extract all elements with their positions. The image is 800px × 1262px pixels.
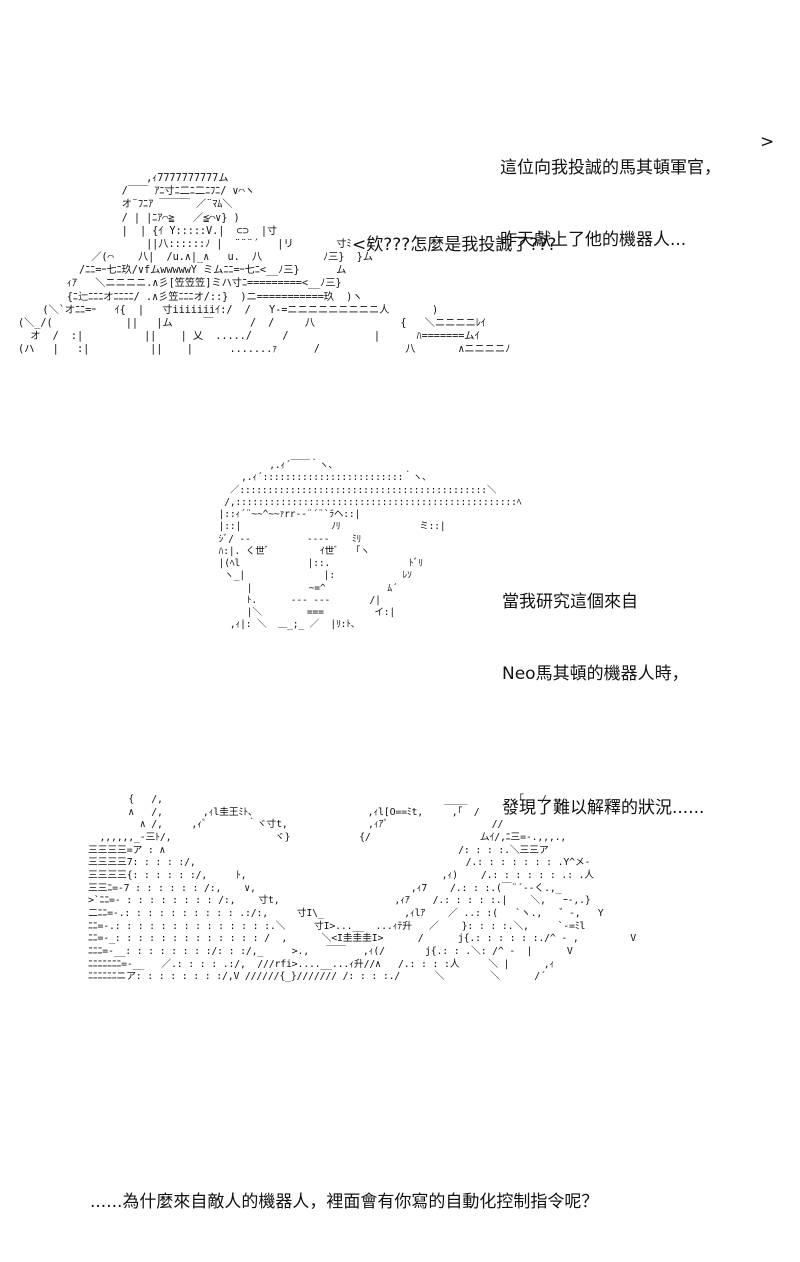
narration-line: 這位向我投誠的馬其頓軍官，: [500, 158, 721, 178]
narration-line: 當我研究這個來自: [502, 592, 638, 612]
smiling-eyes-ascii-art: { /, ____ ,｢ / ∧ /, ,ｨl圭王ﾐﾄ､ ,ｨl[O==ﾐt, …: [88, 794, 637, 983]
narration-caption-2: 當我研究這個來自 Neo馬其頓的機器人時， 發現了難以解釋的狀況......: [502, 542, 704, 868]
narration-line: 昨天獻上了他的機器人...: [500, 230, 687, 250]
narration-line: ......為什麼來自敵人的機器人，裡面會有你寫的自動化控制指令呢？: [90, 1192, 599, 1212]
panel-3: { /, ____ ,｢ / ∧ /, ,ｨl圭王ﾐﾄ､ ,ｨl[O==ﾐt, …: [0, 770, 800, 1212]
caption-spacer: [502, 734, 704, 748]
narration-line: Neo馬其頓的機器人時，: [502, 664, 689, 684]
speech-line: <欸???怎麼是我投誠了???: [352, 235, 557, 255]
narration-line: 發現了難以解釋的狀況......: [502, 798, 705, 818]
narration-caption-3: ......為什麼來自敵人的機器人，裡面會有你寫的自動化控制指令呢？: [90, 1142, 598, 1262]
continue-arrow-icon: >: [760, 132, 775, 152]
panel-1: 這位向我投誠的馬其頓軍官， 昨天獻上了他的機器人... > ,ｨ77777777…: [0, 0, 800, 440]
soldier-ascii-art: ,ｨ7777777777ム /￣￣ ｱﾆ寸ﾆ二ﾆ二ﾆﾌﾆ/ ∨⌒ヽ オ¨ﾌﾆｱ …: [18, 172, 511, 356]
officer-face-ascii-art: ,.ｨ´￣￣｀ヽ､ ,.ｨ´:::::::::::::::::::::::::｀…: [218, 460, 522, 631]
panel-2: ,.ｨ´￣￣｀ヽ､ ,.ｨ´:::::::::::::::::::::::::｀…: [0, 440, 800, 818]
narration-caption-1: 這位向我投誠的馬其頓軍官， 昨天獻上了他的機器人...: [500, 108, 721, 300]
